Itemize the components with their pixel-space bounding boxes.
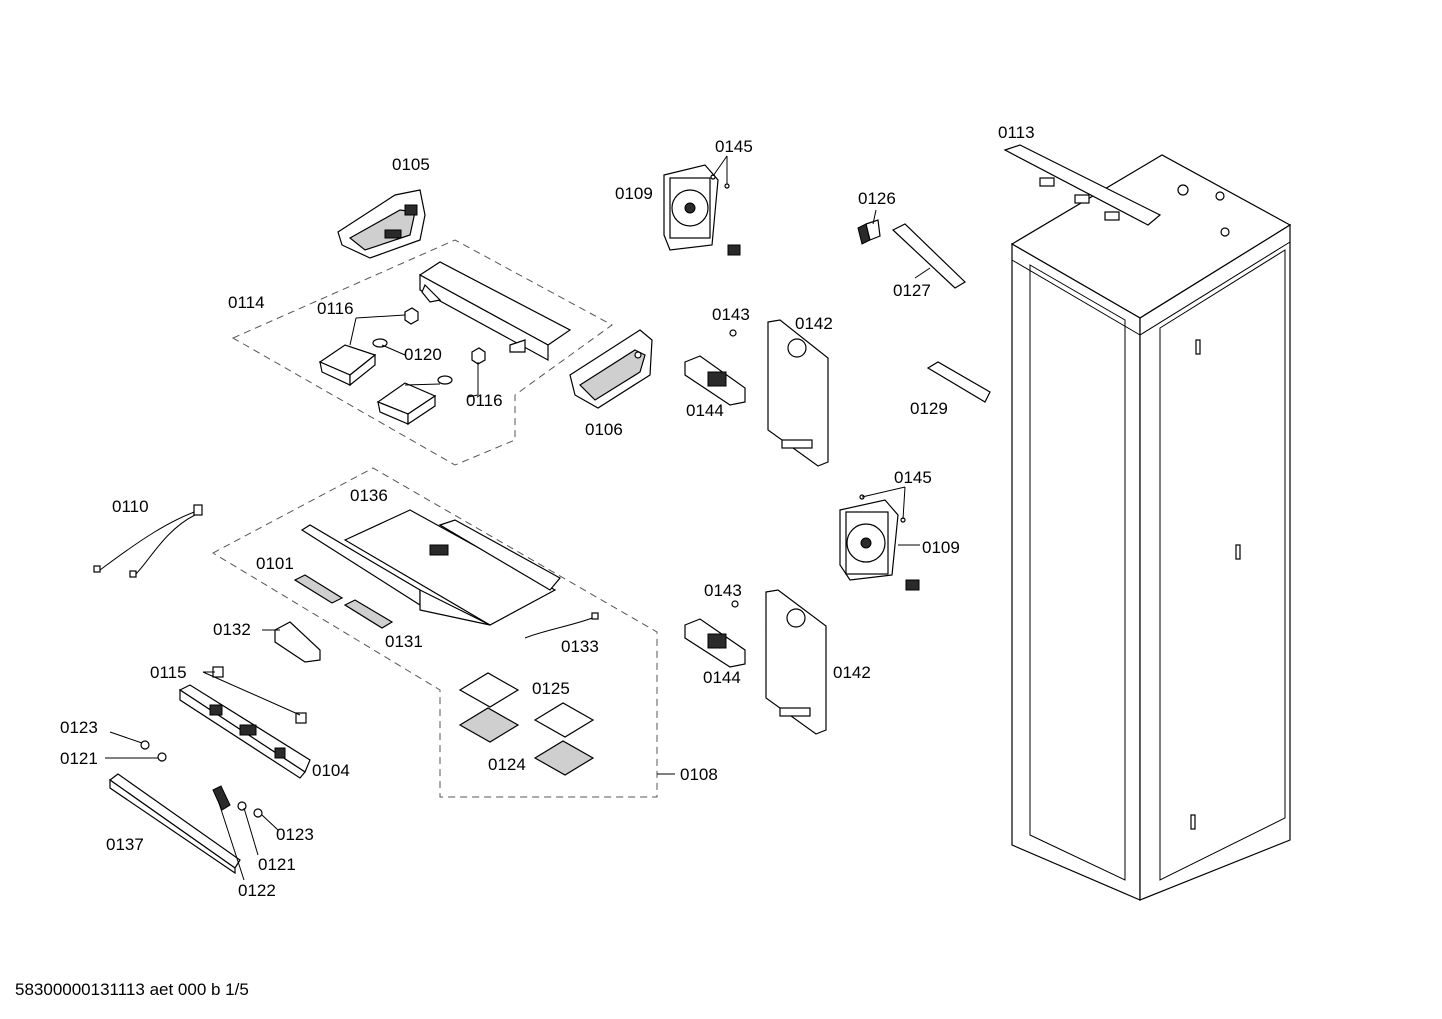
part-0116-clip-upper bbox=[404, 307, 419, 325]
part-0106-bracket bbox=[569, 329, 653, 409]
part-0129-handle bbox=[926, 361, 991, 403]
label-0109: 0109 bbox=[615, 184, 653, 203]
part-0113-top-rail bbox=[1003, 144, 1162, 226]
label-0105: 0105 bbox=[392, 155, 430, 174]
part-0142-cover-panel-lower bbox=[765, 589, 827, 735]
label-0143: 0143 bbox=[704, 581, 742, 600]
label-0115: 0115 bbox=[150, 663, 187, 682]
part-0145-screws-upper bbox=[710, 174, 730, 189]
label-0106: 0106 bbox=[585, 420, 623, 439]
part-0136-tray bbox=[300, 509, 561, 626]
part-0122-switch bbox=[212, 785, 231, 811]
part-0116-clip-lower bbox=[471, 347, 486, 365]
group-outline-0108 bbox=[211, 467, 658, 798]
part-0137-faceplate bbox=[108, 773, 241, 875]
part-0124-pad-a bbox=[458, 707, 520, 743]
part-0123-knob-a bbox=[140, 740, 150, 750]
part-0104-control-panel bbox=[178, 684, 311, 779]
label-0123: 0123 bbox=[60, 718, 98, 737]
part-0142-cover-panel-upper bbox=[767, 319, 829, 467]
label-0101: 0101 bbox=[256, 554, 294, 573]
label-0126: 0126 bbox=[858, 189, 896, 208]
part-0143-screw-upper bbox=[729, 329, 737, 337]
label-0137: 0137 bbox=[106, 835, 144, 854]
part-0123-knob-b bbox=[253, 808, 263, 818]
part-0125-pad-a bbox=[458, 672, 520, 708]
part-0133-sensor bbox=[524, 612, 599, 639]
label-0110: 0110 bbox=[112, 497, 149, 516]
label-0125: 0125 bbox=[532, 679, 570, 698]
label-0120: 0120 bbox=[404, 345, 442, 364]
part-0115-clip-b bbox=[295, 712, 307, 724]
label-0108: 0108 bbox=[680, 765, 718, 784]
part-0144-cover-lower bbox=[684, 618, 746, 668]
label-0121: 0121 bbox=[258, 855, 296, 874]
leader-lines bbox=[105, 155, 931, 881]
part-0101-strip bbox=[293, 574, 344, 604]
label-0144: 0144 bbox=[686, 401, 724, 420]
label-0114: 0114 bbox=[228, 293, 265, 312]
part-0132-clip bbox=[274, 621, 321, 663]
label-0145: 0145 bbox=[715, 137, 753, 156]
group-outline-0114 bbox=[231, 239, 613, 466]
label-0133: 0133 bbox=[561, 637, 599, 656]
part-0144-cover-upper bbox=[684, 355, 746, 406]
part-0126-switch bbox=[857, 219, 881, 245]
label-0113: 0113 bbox=[998, 123, 1035, 142]
label-0116: 0116 bbox=[466, 391, 503, 410]
part-cabinet-housing bbox=[1010, 154, 1292, 901]
label-0145: 0145 bbox=[894, 468, 932, 487]
label-0142: 0142 bbox=[795, 314, 833, 333]
part-0124-pad-b bbox=[533, 740, 595, 776]
part-0110-cable-harness bbox=[93, 504, 203, 578]
label-0132: 0132 bbox=[213, 620, 251, 639]
label-0131: 0131 bbox=[385, 632, 423, 651]
label-0127: 0127 bbox=[893, 281, 931, 300]
part-0131-strip bbox=[343, 599, 394, 629]
label-0144: 0144 bbox=[703, 668, 741, 687]
label-0124: 0124 bbox=[488, 755, 526, 774]
label-0129: 0129 bbox=[910, 399, 948, 418]
part-0125-pad-b bbox=[533, 702, 595, 738]
label-0104: 0104 bbox=[312, 761, 350, 780]
label-0123: 0123 bbox=[276, 825, 314, 844]
label-0136: 0136 bbox=[350, 486, 388, 505]
part-0120-lamp-housing-a bbox=[318, 338, 388, 387]
part-0109-fan-upper bbox=[663, 164, 741, 256]
label-0121: 0121 bbox=[60, 749, 98, 768]
part-0143-screw-lower bbox=[731, 600, 739, 608]
part-0105-bracket bbox=[337, 189, 426, 259]
label-0143: 0143 bbox=[712, 305, 750, 324]
label-0122: 0122 bbox=[238, 881, 276, 900]
part-0109-fan-lower bbox=[839, 499, 920, 591]
label-0116: 0116 bbox=[317, 299, 354, 318]
label-0109: 0109 bbox=[922, 538, 960, 557]
part-0114-rail bbox=[418, 261, 572, 362]
part-0121-knob-b bbox=[237, 801, 247, 811]
part-0127-panel bbox=[891, 223, 966, 289]
part-0121-knob-a bbox=[157, 752, 167, 762]
label-0142: 0142 bbox=[833, 663, 871, 682]
part-0120-lamp-housing-b bbox=[376, 375, 453, 426]
document-id-footer: 58300000131113 aet 000 b 1/5 bbox=[15, 980, 249, 999]
